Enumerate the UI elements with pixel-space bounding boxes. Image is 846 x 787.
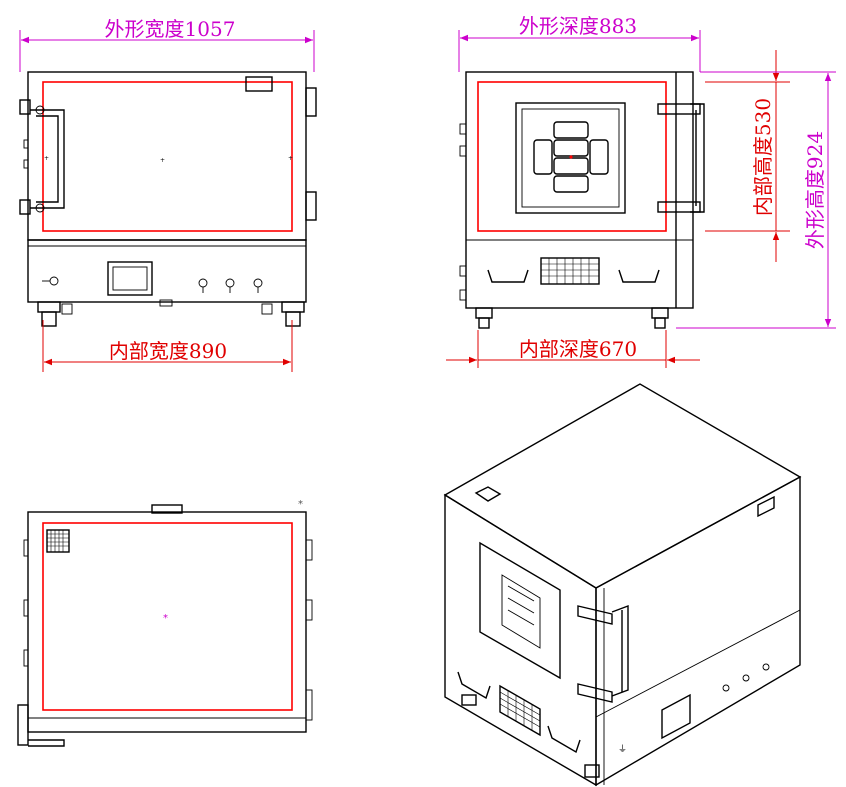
isometric-view: ⏚	[443, 383, 802, 787]
svg-text:⏚: ⏚	[618, 744, 627, 755]
inner-depth-label: 内部深度670	[519, 337, 637, 361]
inner-height-label: 内部高度530	[751, 98, 775, 216]
front-feet	[37, 301, 305, 327]
front-upper-body	[27, 71, 307, 241]
iso-grip-left	[457, 671, 491, 700]
iso-label-plate	[757, 495, 775, 518]
front-inner-cavity	[42, 81, 293, 232]
front-connector-2	[225, 278, 235, 288]
iso-filter-panel	[479, 541, 561, 680]
top-vent	[46, 529, 70, 553]
front-label-plate	[245, 76, 273, 92]
outer-width-label: 外形宽度1057	[105, 17, 236, 41]
front-connector-3	[253, 278, 263, 288]
side-filter-connectors	[533, 121, 609, 193]
front-connector-1	[198, 278, 208, 288]
side-view	[459, 71, 705, 329]
iso-left-face	[444, 493, 597, 787]
svg-text:+: +	[160, 157, 165, 164]
side-filter-panel	[515, 102, 626, 214]
top-handle	[151, 504, 183, 514]
iso-top-vent	[474, 486, 502, 502]
front-view: + + +	[19, 71, 317, 327]
top-view: * *	[17, 499, 313, 747]
top-body	[27, 511, 307, 733]
svg-text:+: +	[44, 155, 49, 162]
front-door-handle	[19, 99, 65, 215]
iso-top-face	[443, 383, 802, 589]
top-inner-cavity	[42, 522, 293, 711]
front-ground-terminal	[49, 276, 59, 286]
front-lower-body	[27, 239, 307, 303]
side-grip-right	[618, 269, 660, 283]
side-body	[465, 71, 694, 309]
front-display-window	[107, 261, 153, 296]
outer-depth-dimension: 外形深度883	[458, 14, 701, 72]
outer-depth-label: 外形深度883	[519, 14, 637, 38]
svg-text:*: *	[163, 613, 168, 624]
front-hinge-top	[305, 87, 317, 117]
side-inner-cavity	[477, 81, 667, 232]
side-vent	[540, 257, 600, 285]
outer-width-dimension: 外形宽度1057	[19, 17, 315, 72]
inner-height-dimension: 内部高度530	[705, 50, 790, 262]
iso-grip-right	[547, 725, 581, 754]
iso-display-window	[661, 693, 691, 740]
side-grip-left	[487, 269, 529, 283]
outer-height-label: 外形高度924	[803, 131, 827, 249]
iso-side-vent	[499, 684, 541, 737]
svg-text:*: *	[298, 499, 303, 510]
inner-width-label: 内部宽度890	[109, 339, 227, 363]
inner-width-dimension: 内部宽度890	[42, 320, 293, 372]
iso-right-face	[595, 475, 801, 787]
iso-door-handle	[577, 604, 629, 703]
side-handle	[657, 103, 705, 213]
inner-depth-dimension: 内部深度670	[446, 330, 700, 368]
svg-text:+: +	[288, 155, 293, 162]
front-hinge-bottom	[305, 191, 317, 221]
outer-height-dimension: 外形高度924	[676, 71, 836, 329]
